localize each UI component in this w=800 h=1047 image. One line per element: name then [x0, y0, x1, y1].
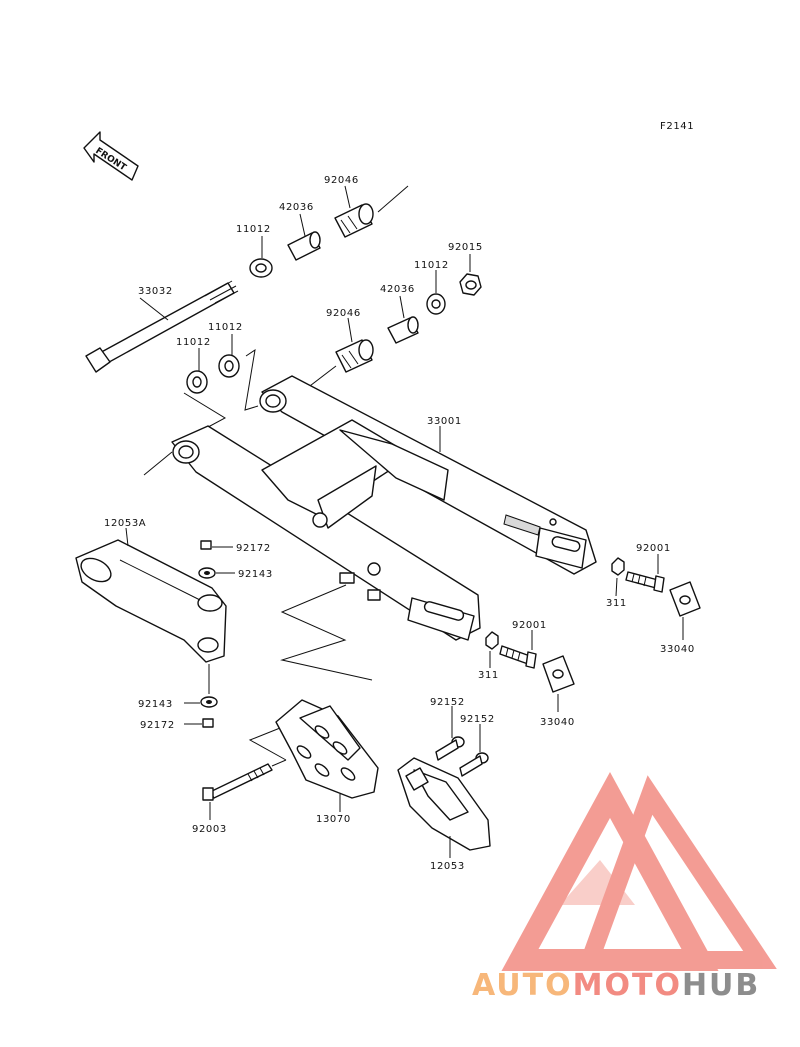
watermark-logo	[501, 772, 777, 971]
label-33001: 33001	[427, 416, 462, 427]
label-92172-b: 92172	[140, 720, 175, 731]
label-11012-b: 11012	[414, 260, 449, 271]
bolt-92001-right	[625, 571, 665, 593]
label-92046-a: 92046	[324, 175, 359, 186]
bolt-92152-left	[435, 736, 465, 761]
label-33032: 33032	[138, 286, 173, 297]
sleeve-42036-right	[387, 316, 419, 344]
collar-11012-right	[426, 293, 446, 315]
swingarm	[171, 375, 597, 641]
chain-adjuster-33040-right	[669, 581, 701, 617]
label-11012-a: 11012	[236, 224, 271, 235]
figure-code: F2141	[660, 121, 694, 132]
label-12053: 12053	[430, 861, 465, 872]
label-92001-a: 92001	[636, 543, 671, 554]
washer-92143-upper	[198, 567, 216, 579]
label-11012-d: 11012	[176, 337, 211, 348]
bolt-92001-left	[499, 645, 537, 669]
front-arrow-icon: FRONT	[83, 131, 139, 181]
sleeve-42036-upper	[287, 231, 321, 261]
watermark-hub: HUB	[682, 968, 760, 1003]
chain-slider-12053A	[75, 539, 227, 663]
nut-311-left	[485, 631, 499, 650]
washer-92143-lower	[200, 696, 218, 708]
label-42036-a: 42036	[279, 202, 314, 213]
label-33040-a: 33040	[660, 644, 695, 655]
label-42036-b: 42036	[380, 284, 415, 295]
label-33040-b: 33040	[540, 717, 575, 728]
collar-11012-left-upper	[218, 354, 240, 378]
collar-11012-left-lower	[186, 370, 208, 394]
label-12053A: 12053A	[104, 518, 146, 529]
pivot-shaft	[85, 280, 239, 373]
watermark-moto: MOTO	[573, 968, 682, 1003]
label-92152-b: 92152	[460, 714, 495, 725]
label-11012-c: 11012	[208, 322, 243, 333]
bolt-92172-lower	[202, 718, 214, 728]
watermark-mountain-icon	[577, 775, 777, 969]
nut-92015	[459, 273, 482, 296]
label-311-b: 311	[478, 670, 499, 681]
needle-bearing-92046-upper	[334, 203, 374, 238]
needle-bearing-92046-right	[335, 339, 374, 373]
label-92143-a: 92143	[238, 569, 273, 580]
label-92015: 92015	[448, 242, 483, 253]
watermark-text: AUTOMOTOHUB	[472, 968, 760, 1003]
label-92143-b: 92143	[138, 699, 173, 710]
nut-311-right	[611, 557, 625, 576]
label-13070: 13070	[316, 814, 351, 825]
chain-adjuster-33040-left	[542, 655, 575, 693]
label-92003: 92003	[192, 824, 227, 835]
bolt-92003	[202, 763, 273, 801]
label-92172-a: 92172	[236, 543, 271, 554]
label-92152-a: 92152	[430, 697, 465, 708]
collar-11012-upper	[249, 258, 273, 278]
bolt-92172-upper	[200, 540, 212, 550]
chain-guide-13070	[275, 699, 379, 799]
watermark-auto: AUTO	[472, 968, 573, 1003]
chain-guide-12053	[397, 757, 491, 851]
label-92046-b: 92046	[326, 308, 361, 319]
bolt-92152-right	[459, 752, 489, 777]
label-311-a: 311	[606, 598, 627, 609]
label-92001-b: 92001	[512, 620, 547, 631]
